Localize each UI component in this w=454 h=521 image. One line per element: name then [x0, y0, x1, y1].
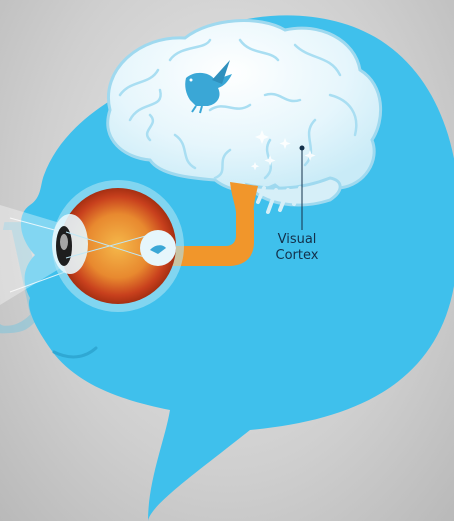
label-line-2: Cortex	[262, 248, 332, 264]
label-pointer-dot	[300, 146, 305, 151]
visual-cortex-label: Visual Cortex	[262, 232, 332, 264]
label-line-1: Visual	[262, 232, 332, 248]
eyeball	[52, 180, 184, 312]
